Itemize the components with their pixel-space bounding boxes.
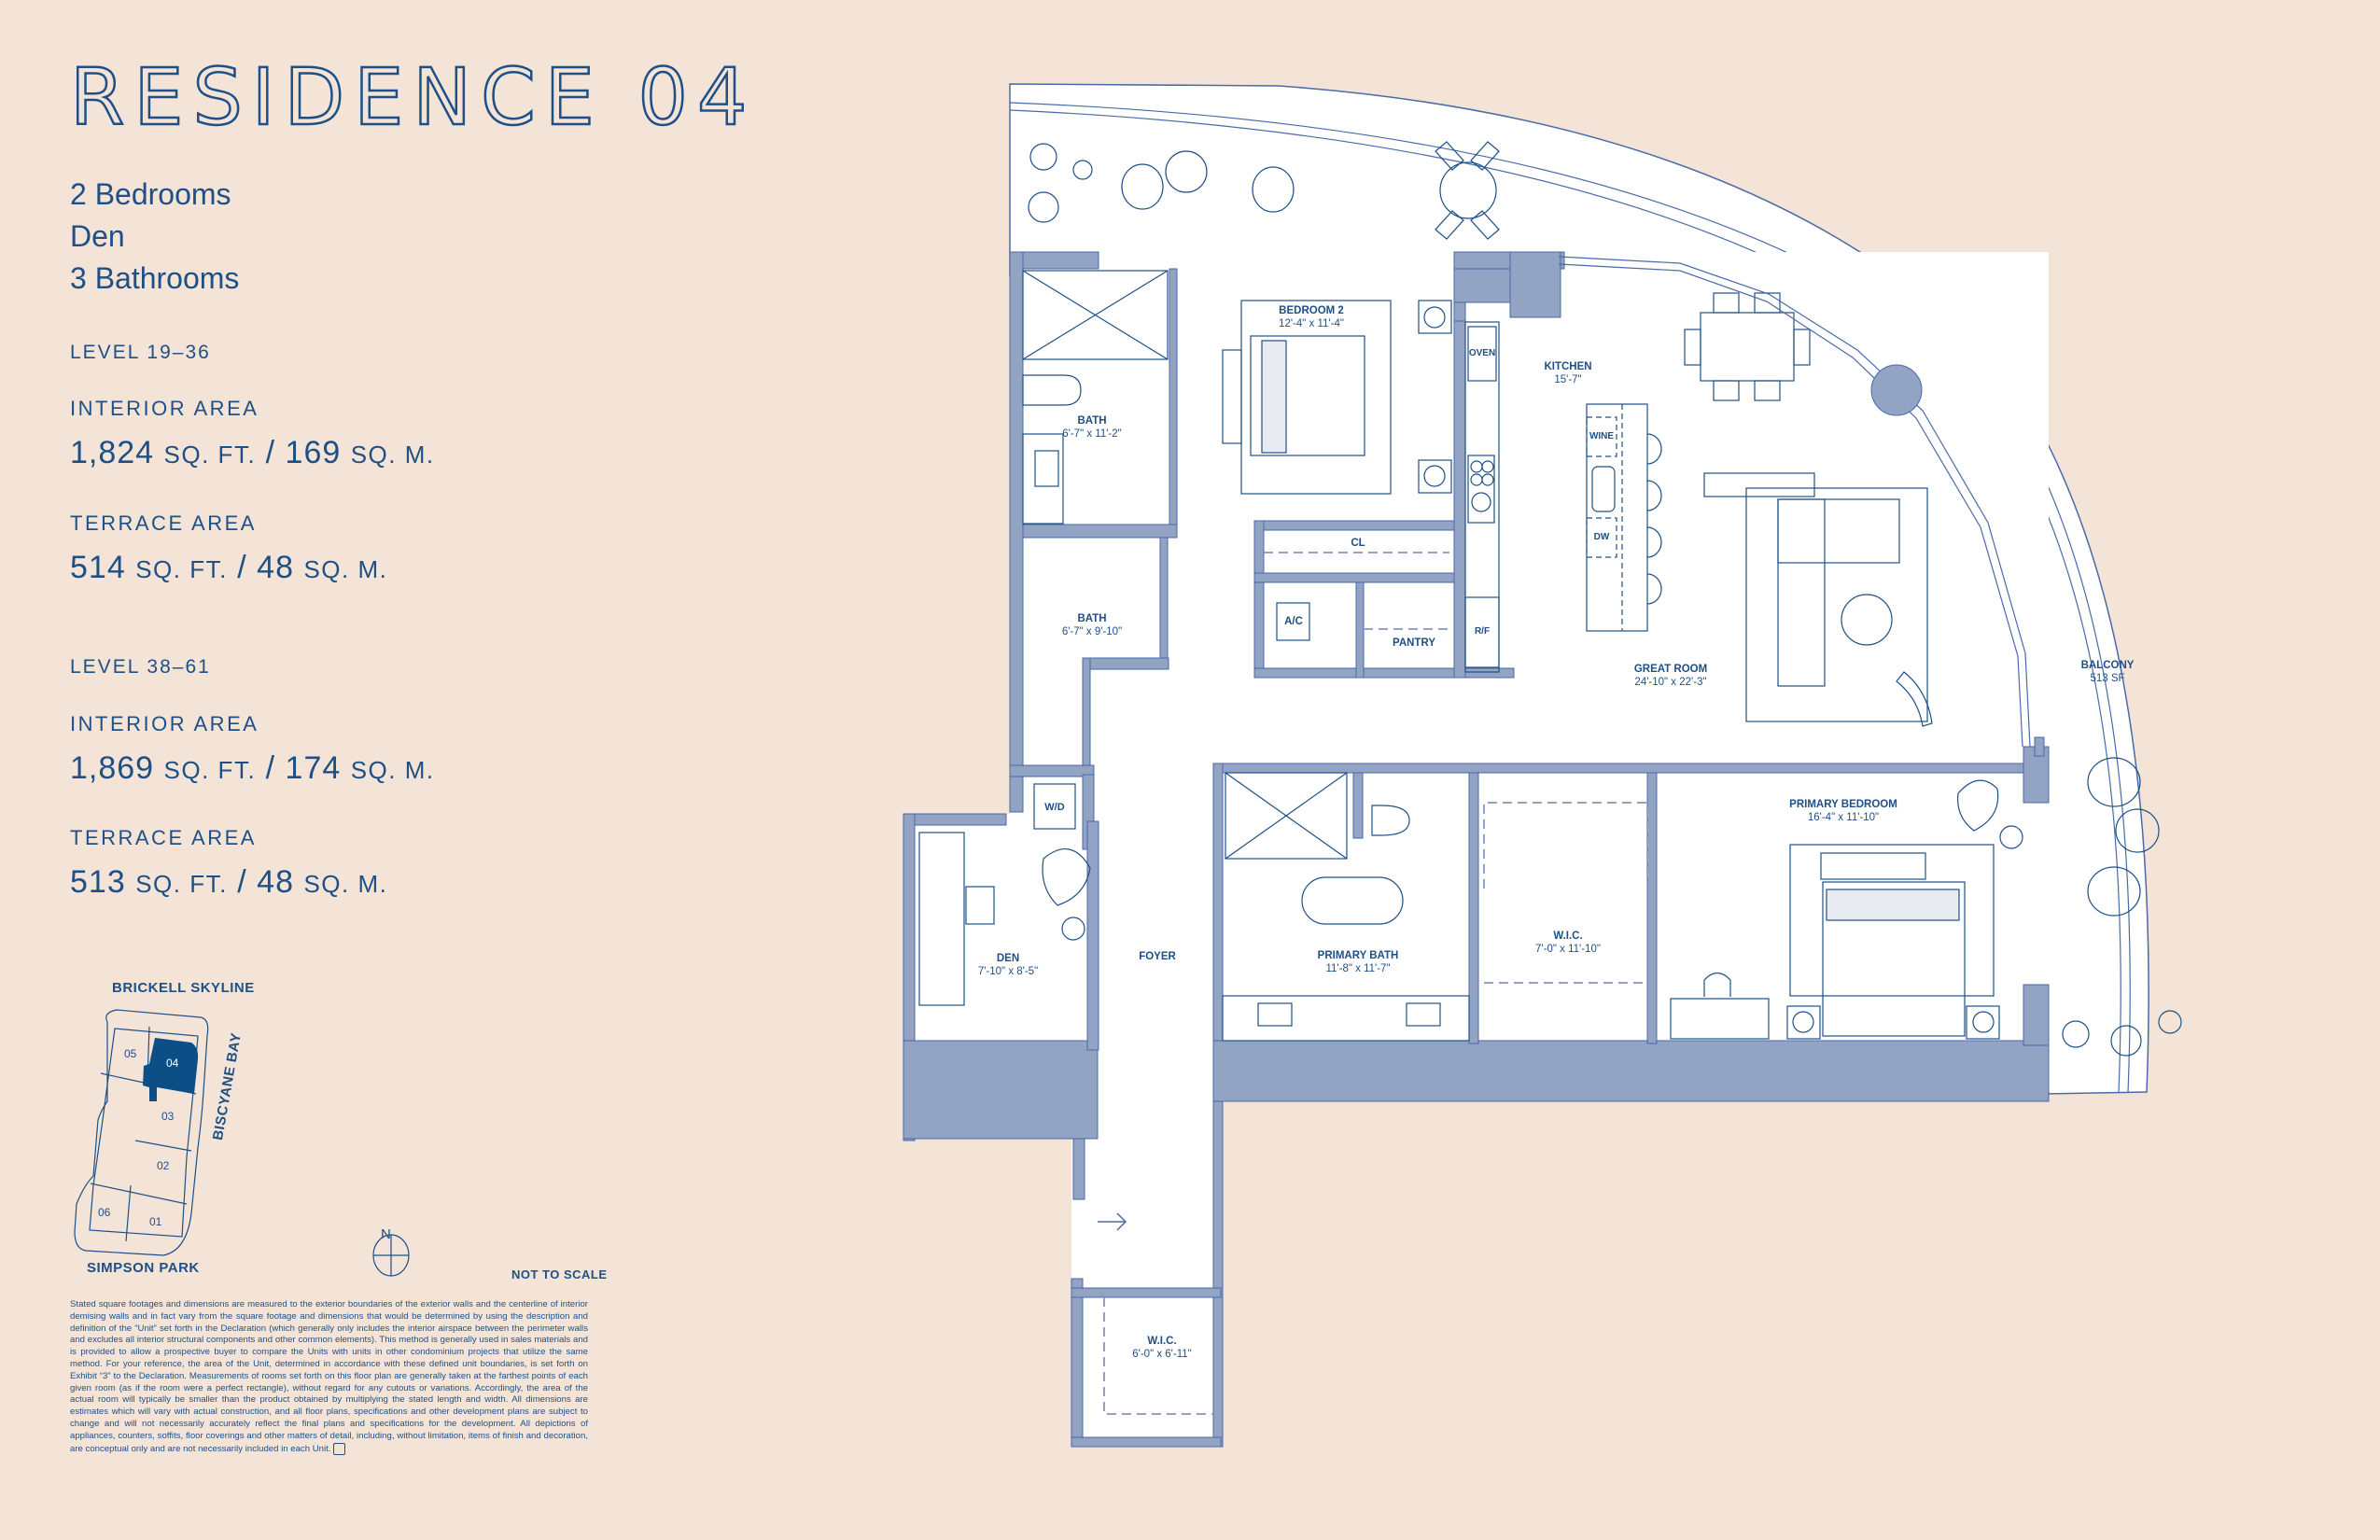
room-wic-2: W.I.C.6'-0" x 6'-11" <box>1132 1336 1192 1360</box>
fixtures <box>1022 256 2031 748</box>
interior-sqft-1: 1,824 <box>70 435 155 470</box>
unit-sqft: SQ. FT. <box>135 555 228 583</box>
keyplan-top-label: BRICKELL SKYLINE <box>112 980 255 996</box>
svg-text:04: 04 <box>166 1057 179 1070</box>
separator: / <box>265 435 276 470</box>
compass-icon <box>372 1234 410 1277</box>
keyplan-unit-05: 05 <box>124 1047 137 1060</box>
terrace-area-value-2: 513 SQ. FT. / 48 SQ. M. <box>70 864 387 901</box>
den-label: Den <box>70 219 125 253</box>
walls <box>903 251 2050 1448</box>
terrace-area-label-1: TERRACE AREA <box>70 511 257 535</box>
equal-housing-icon <box>333 1442 346 1455</box>
interior-area-value-2: 1,869 SQ. FT. / 174 SQ. M. <box>70 750 435 787</box>
unit-summary: 2 Bedrooms Den 3 Bathrooms <box>70 174 239 300</box>
svg-text:03: 03 <box>161 1110 175 1123</box>
unit-sqm: SQ. M. <box>303 870 388 898</box>
bathrooms-count: 3 Bathrooms <box>70 261 240 295</box>
compass-label: N <box>381 1226 392 1242</box>
interior-sqm-1: 169 <box>285 435 342 470</box>
unit-sqft: SQ. FT. <box>163 441 257 469</box>
interior-area-label-1: INTERIOR AREA <box>70 397 259 420</box>
room-wic-1: W.I.C.7'-0" x 11'-10" <box>1535 931 1601 955</box>
appliance-dw: DW <box>1593 532 1610 542</box>
unit-sqm: SQ. M. <box>350 441 435 469</box>
interior-area-label-2: INTERIOR AREA <box>70 712 259 735</box>
keyplan-unit-04-highlight <box>143 1038 199 1101</box>
bedrooms-count: 2 Bedrooms <box>70 177 231 211</box>
interior-area-value-1: 1,824 SQ. FT. / 169 SQ. M. <box>70 435 435 471</box>
round-table-icon <box>1870 364 1923 416</box>
svg-text:02: 02 <box>157 1159 170 1172</box>
legal-disclaimer: Stated square footages and dimensions ar… <box>70 1299 588 1455</box>
svg-text:01: 01 <box>149 1215 162 1228</box>
separator: / <box>237 864 247 900</box>
unit-sqft: SQ. FT. <box>135 870 228 898</box>
plant-icon <box>1028 143 2182 1057</box>
terrace-sqm-1: 48 <box>257 550 294 585</box>
svg-text:06: 06 <box>98 1206 111 1219</box>
separator: / <box>265 750 276 786</box>
interior-sqft-2: 1,869 <box>70 750 155 786</box>
room-closet: CL <box>1351 538 1365 549</box>
terrace-sqm-2: 48 <box>257 864 294 900</box>
room-ac: A/C <box>1284 616 1303 627</box>
appliance-oven: OVEN <box>1468 348 1496 358</box>
unit-sqm: SQ. M. <box>350 756 435 784</box>
keyplan-diagram: 05 04 03 02 06 01 <box>74 1009 410 1277</box>
terrace-sqft-2: 513 <box>70 864 126 900</box>
appliance-wine: WINE <box>1589 431 1615 441</box>
appliance-rf: R/F <box>1474 626 1491 637</box>
appliance-wd: W/D <box>1044 802 1065 813</box>
unit-sqm: SQ. M. <box>303 555 388 583</box>
terrace-area-value-1: 514 SQ. FT. / 48 SQ. M. <box>70 550 387 586</box>
level-range-2: LEVEL 38–61 <box>70 656 211 678</box>
balcony-furniture <box>1028 141 2182 1057</box>
room-foyer: FOYER <box>1139 951 1176 962</box>
terrace-area-label-2: TERRACE AREA <box>70 826 257 849</box>
unit-sqft: SQ. FT. <box>163 756 257 784</box>
keyplan-bottom-label: SIMPSON PARK <box>87 1260 200 1276</box>
terrace-sqft-1: 514 <box>70 550 126 585</box>
level-range-1: LEVEL 19–36 <box>70 342 211 363</box>
page-title: RESIDENCE 04 <box>69 51 757 143</box>
room-pantry: PANTRY <box>1393 637 1435 649</box>
disclaimer-text: Stated square footages and dimensions ar… <box>70 1299 588 1454</box>
scale-note: NOT TO SCALE <box>511 1267 608 1281</box>
separator: / <box>237 550 247 585</box>
interior-sqm-2: 174 <box>285 750 342 786</box>
entry-arrow-icon <box>1098 1212 1127 1231</box>
